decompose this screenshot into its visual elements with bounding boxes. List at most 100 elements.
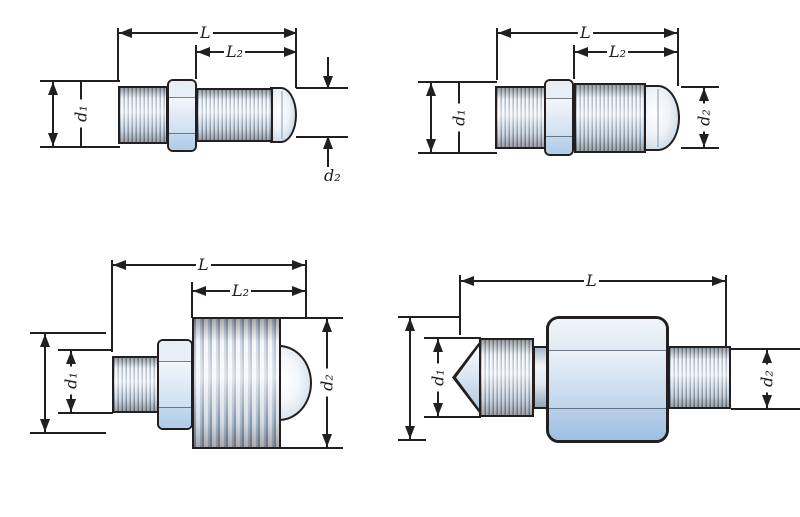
hex-nut <box>157 339 193 430</box>
cone-tip <box>456 345 480 410</box>
small-thread <box>112 356 159 413</box>
arrowhead-icon <box>193 286 206 296</box>
dimension-line-L2 <box>195 51 297 53</box>
arrowhead-icon <box>461 276 474 286</box>
large-threaded-body <box>192 317 281 449</box>
arrowhead-icon <box>699 88 709 101</box>
dim-label-L: L <box>578 23 593 42</box>
hex-facet <box>546 81 572 99</box>
extension-line <box>296 136 348 138</box>
extension-line <box>30 332 106 334</box>
arrowhead-icon <box>405 318 415 331</box>
arrowhead-icon <box>405 426 415 439</box>
left-thread <box>479 338 534 417</box>
arrowhead-icon <box>40 334 50 347</box>
arrowhead-icon <box>292 260 305 270</box>
hex-facet <box>159 341 191 362</box>
dim-label-L2: L₂ <box>224 42 246 61</box>
arrowhead-icon <box>433 339 443 352</box>
arrowhead-icon <box>323 76 333 89</box>
extension-line <box>681 86 719 88</box>
dimension-tail <box>327 138 329 168</box>
extension-line <box>117 28 119 80</box>
arrowhead-icon <box>426 83 436 96</box>
large-hex-body <box>546 316 669 443</box>
extension-line <box>731 408 800 410</box>
hex-facet <box>546 98 572 136</box>
arrowhead-icon <box>292 286 305 296</box>
arrowhead-icon <box>322 434 332 447</box>
arrowhead-icon <box>664 28 677 38</box>
dimension-line-outer <box>44 332 46 434</box>
dim-label-L: L <box>584 271 599 290</box>
hex-facet <box>169 97 195 133</box>
extension-line <box>295 28 297 88</box>
dome-seam <box>281 91 283 139</box>
extension-line <box>191 282 193 318</box>
extension-line <box>459 275 461 335</box>
hex-nut <box>167 79 197 152</box>
arrowhead-icon <box>119 28 132 38</box>
hex-facet <box>549 408 666 440</box>
arrowhead-icon <box>284 28 297 38</box>
hex-facet <box>549 349 666 409</box>
right-thread <box>668 346 731 409</box>
dome-cap <box>643 85 680 151</box>
arrowhead-icon <box>433 403 443 416</box>
dim-label-L2: L₂ <box>607 42 629 61</box>
arrowhead-icon <box>40 419 50 432</box>
hex-facet <box>159 406 191 428</box>
arrowhead-icon <box>575 47 588 57</box>
extension-line <box>305 260 307 318</box>
arrowhead-icon <box>762 350 772 363</box>
arrowhead-icon <box>197 47 210 57</box>
extension-line <box>418 152 497 154</box>
extension-line <box>677 28 679 86</box>
extension-line <box>573 45 575 79</box>
extension-line <box>398 439 426 441</box>
extension-line <box>681 147 719 149</box>
dim-label-L2: L₂ <box>230 281 252 300</box>
extension-line <box>58 412 113 414</box>
extension-line <box>424 416 481 418</box>
arrowhead-icon <box>323 136 333 149</box>
arrowhead-icon <box>426 139 436 152</box>
right-thread <box>574 83 646 153</box>
right-thread <box>196 88 273 142</box>
dim-label-d2: d₂ <box>322 166 343 185</box>
extension-line <box>424 337 481 339</box>
dim-label-L: L <box>198 23 213 42</box>
hex-facet <box>169 132 195 150</box>
arrowhead-icon <box>66 351 76 364</box>
dim-label-L: L <box>196 255 211 274</box>
arrowhead-icon <box>322 319 332 332</box>
extension-line <box>496 28 498 80</box>
dimension-line-d1 <box>52 80 54 148</box>
extension-line <box>725 275 727 348</box>
arrowhead-icon <box>48 133 58 146</box>
extension-line <box>398 316 460 318</box>
extension-line <box>296 87 348 89</box>
arrowhead-icon <box>66 399 76 412</box>
hex-facet <box>546 135 572 154</box>
extension-line <box>58 349 113 351</box>
extension-line <box>195 45 197 79</box>
dim-label-d1: d₁ <box>429 363 448 392</box>
arrowhead-icon <box>48 82 58 95</box>
hex-facet <box>159 361 191 407</box>
extension-line <box>418 81 497 83</box>
extension-line <box>731 348 800 350</box>
arrowhead-icon <box>498 28 511 38</box>
arrowhead-icon <box>762 395 772 408</box>
dimension-tail <box>327 57 329 87</box>
left-thread <box>118 86 168 144</box>
dome-seam <box>657 89 659 147</box>
extension-line <box>281 447 343 449</box>
left-thread <box>495 86 546 149</box>
arrowhead-icon <box>664 47 677 57</box>
